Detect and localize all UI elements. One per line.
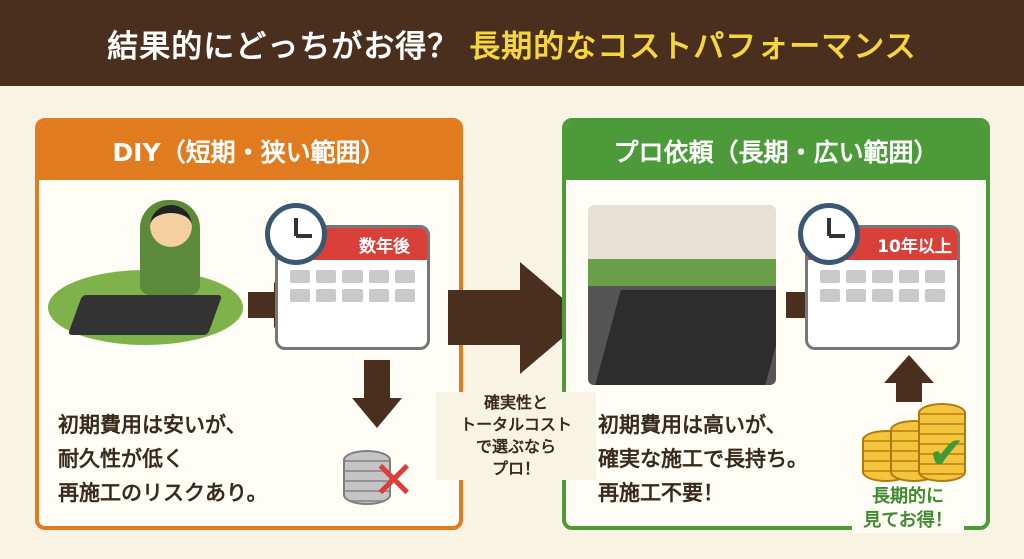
clock-icon [265,203,327,265]
arrow-down-icon [364,360,390,400]
title-sub: 長期的なコストパフォーマンス [469,28,917,65]
center-line: 確実性と [483,393,548,412]
pro-line: 初期費用は高いが、 [598,413,787,437]
title-main: 結果的にどっちがお得？ [107,28,460,65]
arrow-up-icon-stem [896,382,922,402]
center-message: 確実性と トータルコスト で選ぶなら プロ！ [436,392,596,480]
coins-icon [918,403,966,482]
diy-line: 耐久性が低く [58,447,184,471]
header-banner: 結果的にどっちがお得？ 長期的なコストパフォーマンス [0,0,1024,86]
diy-description: 初期費用は安いが、 耐久性が低く 再施工のリスクあり。 [58,408,268,510]
coins-icon [343,450,391,505]
center-line: で選ぶなら [475,437,556,456]
pro-work-photo [588,205,776,385]
arrow-up-icon [884,355,934,383]
badge-line: 見てお得！ [863,510,953,531]
arrow-right-icon [248,292,276,318]
value-badge: 長期的に 見てお得！ [852,485,964,533]
center-line: プロ！ [491,459,540,478]
arrow-down-icon-head [352,398,402,428]
diy-title: DIY（短期・狭い範囲） [39,122,459,180]
pro-title: プロ依頼（長期・広い範囲） [566,122,986,180]
cross-icon: ✕ [372,451,416,511]
diy-line: 初期費用は安いが、 [58,413,247,437]
pro-line: 再施工不要！ [598,481,724,505]
worker-face [150,205,192,247]
pro-line: 確実な施工で長持ち。 [598,447,808,471]
check-icon: ✔ [928,428,965,479]
clock-icon [798,203,860,265]
pro-description: 初期費用は高いが、 確実な施工で長持ち。 再施工不要！ [598,408,808,510]
weed-sheet [67,295,223,335]
diy-line: 再施工のリスクあり。 [58,481,268,505]
center-line: トータルコスト [460,415,572,434]
badge-line: 長期的に [872,486,944,507]
center-arrow-icon [448,290,523,345]
